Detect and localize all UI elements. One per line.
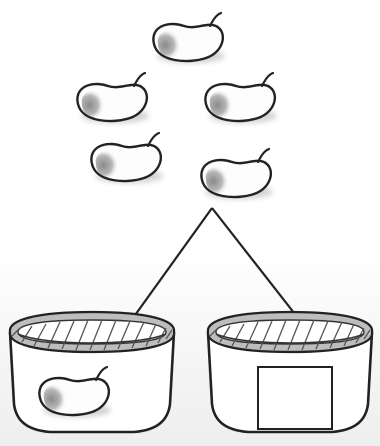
- empty-answer-box[interactable]: [258, 367, 332, 429]
